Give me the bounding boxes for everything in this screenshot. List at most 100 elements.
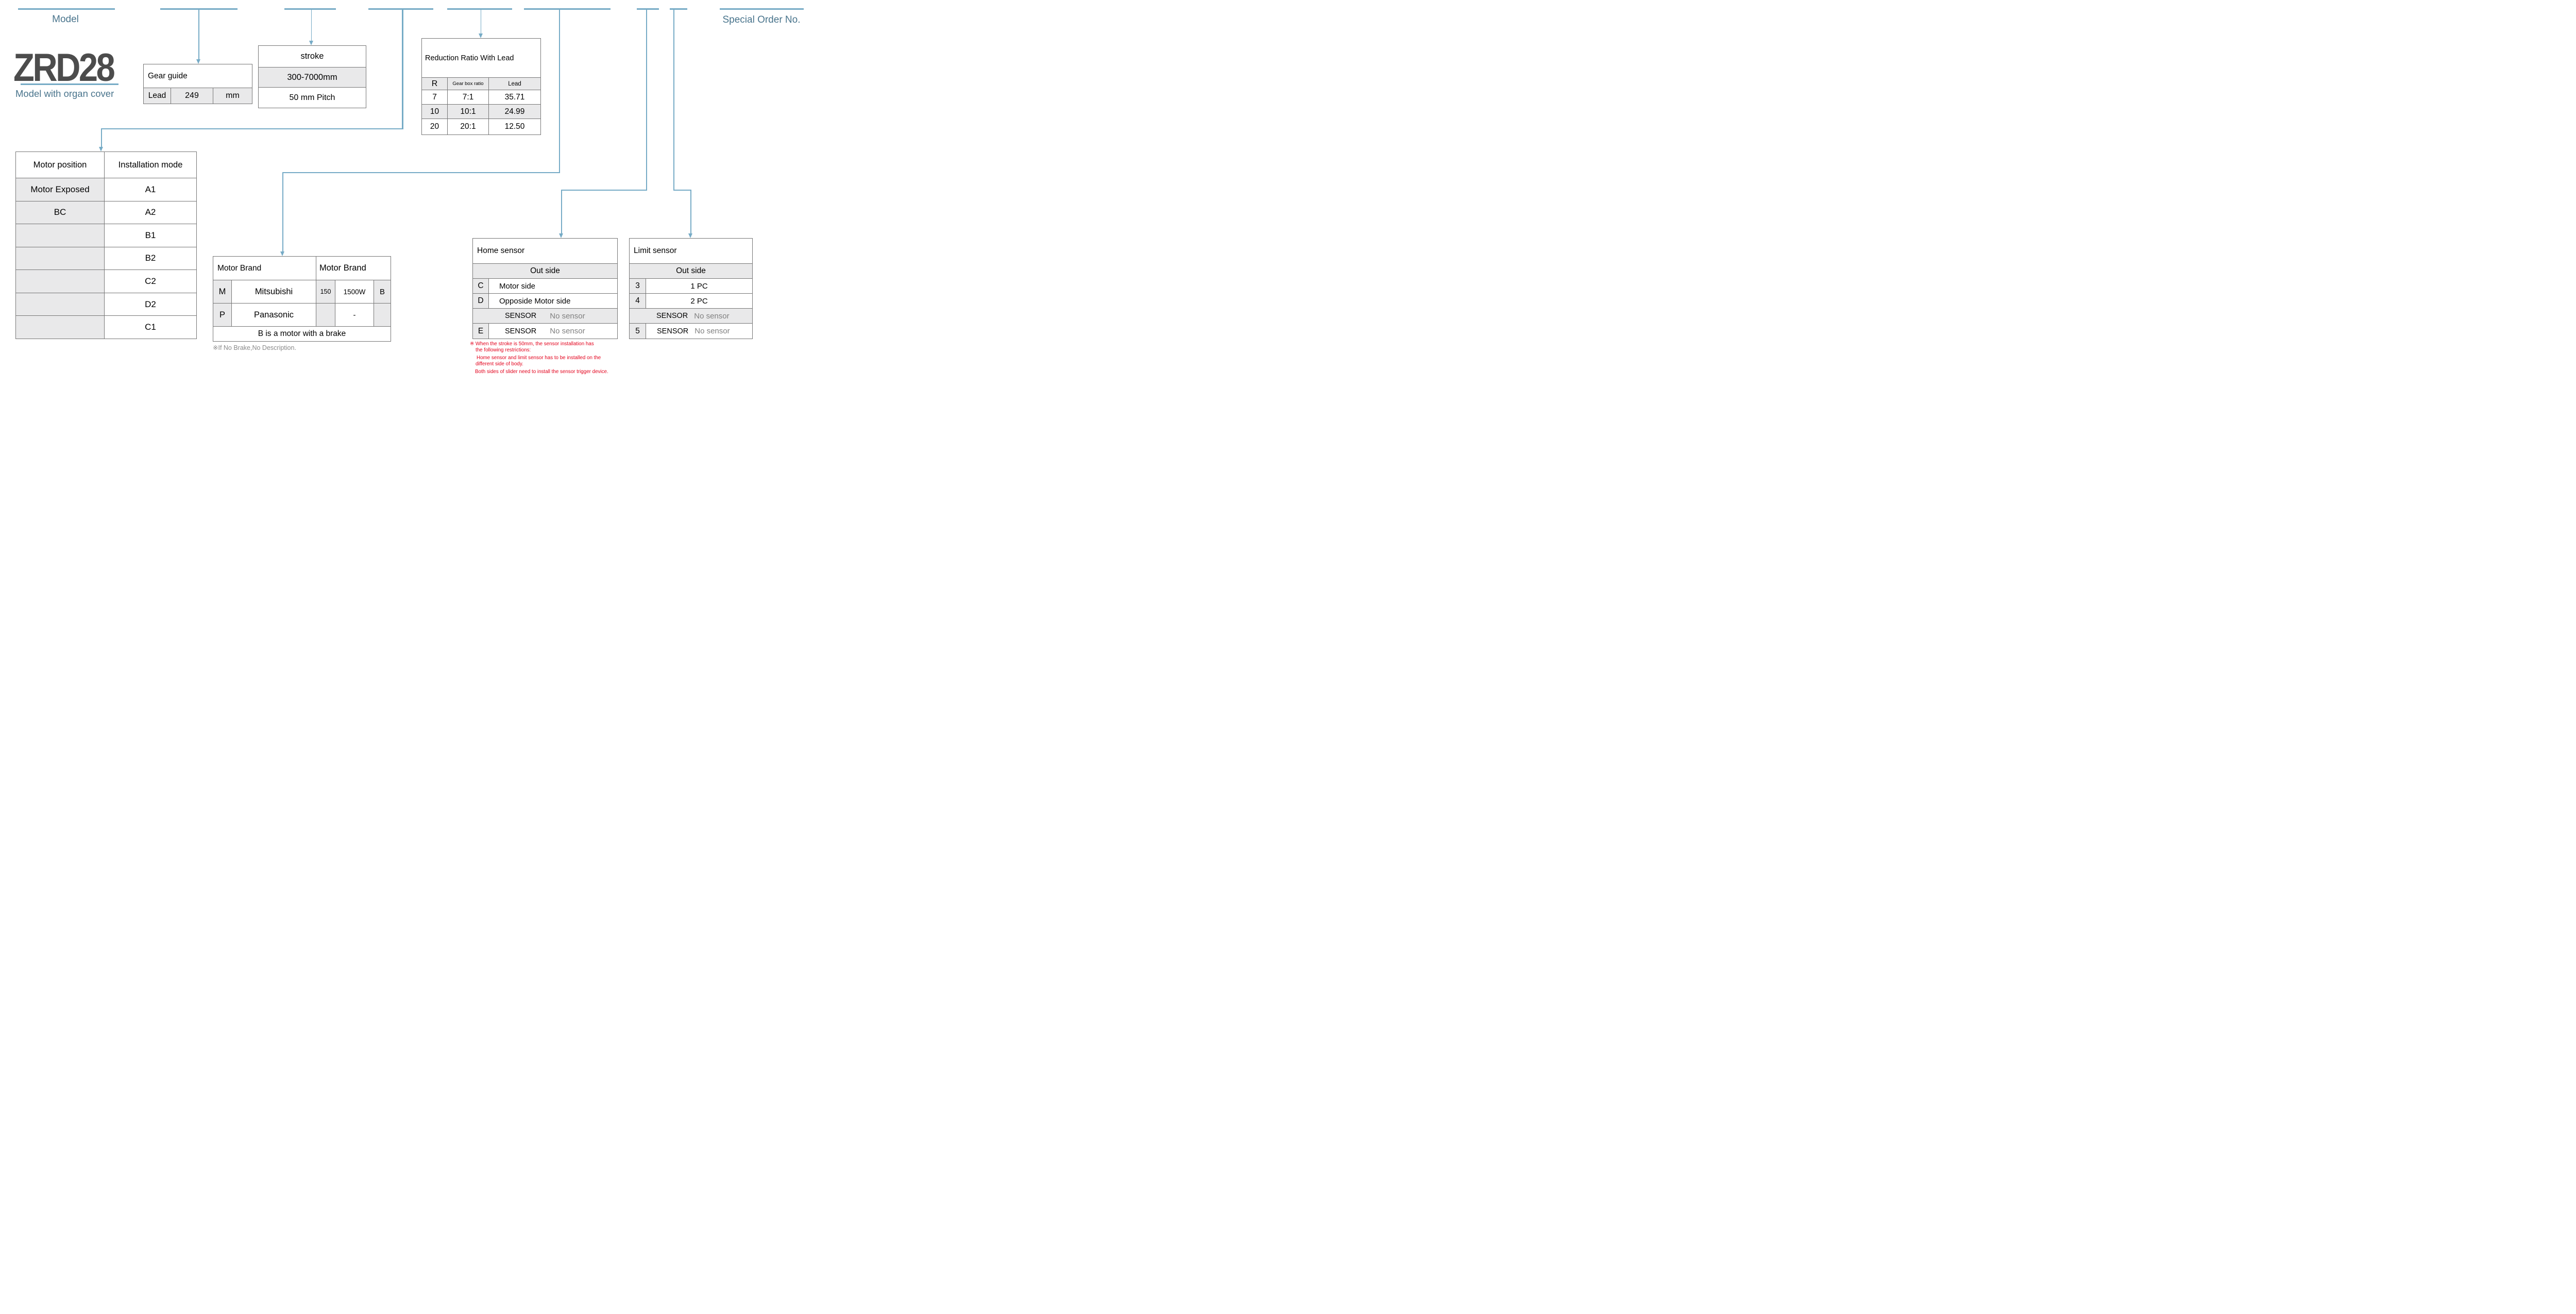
motor-watt: - [335,304,374,326]
sensor-label: SENSOR [505,327,537,335]
stroke-table: stroke 300-7000mm 50 mm Pitch [258,45,366,108]
connector-home-sensor [646,10,647,191]
limit-sensor-option: 2 PC [646,294,752,308]
reduction-header-r: R [422,78,447,90]
code-segment-model [18,8,115,10]
motor-brand-table: Motor Brand Motor Brand M Mitsubishi 150… [213,256,391,342]
connector-limit-sensor [673,10,674,191]
connector-motor-position [101,128,403,129]
connector-home-sensor [561,191,562,233]
reduction-ratio-table: Reduction Ratio With Lead R Gear box rat… [421,38,541,135]
motor-position-label: BC [16,201,104,224]
reduction-header-ratio: Gear box ratio [448,78,488,90]
connector-motor-position [101,129,102,147]
motor-position-empty-cell [16,247,104,270]
reduction-cell: 24.99 [489,105,540,119]
home-sensor-table: Home sensor Out side C Motor side D Oppo… [472,238,618,339]
motor-watt-code: 150 [316,280,335,303]
motor-brand-code: M [213,280,231,303]
home-sensor-code: E [473,324,488,339]
reduction-header-lead: Lead [489,78,540,90]
no-sensor-value: No sensor [694,327,730,335]
code-segment-gear-guide [160,8,238,10]
limit-sensor-code: 4 [630,294,646,308]
note-line: the following restrictions: [476,347,531,353]
installation-mode: B1 [105,224,196,247]
limit-sensor-option: 1 PC [646,279,752,293]
motor-position-header: Motor position [16,152,104,178]
limit-sensor-table: Limit sensor Out side 3 1 PC 4 2 PC SENS… [629,238,753,339]
motor-watt-code [316,304,335,326]
model-code: ZRD28 [13,46,115,90]
home-sensor-no-sensor-row: SENSOR No sensor [473,309,617,323]
motor-brand-name: Mitsubishi [232,280,316,303]
arrow-down-icon [309,41,313,45]
arrow-down-icon [559,233,564,238]
arrow-down-icon [280,251,285,256]
model-subtitle: Model with organ cover [15,88,114,99]
home-sensor-option: Motor side [489,279,617,293]
installation-mode: A2 [105,201,196,224]
reduction-cell: 7 [422,90,447,104]
no-sensor-value: No sensor [550,327,585,335]
reduction-cell: 7:1 [448,90,488,104]
no-sensor-value: No sensor [694,311,730,321]
code-segment-home-sensor [637,8,659,10]
sensor-restriction-notes: ※ When the stroke is 50mm, the sensor in… [470,341,630,375]
model-label: Model [52,14,79,25]
model-code-diagram: Model ZRD28 Model with organ cover Speci… [0,0,808,382]
sensor-label: SENSOR [657,327,689,335]
motor-position-label: Motor Exposed [16,178,104,201]
code-segment-special-order [720,8,804,10]
motor-brake-code [374,304,391,326]
motor-brand-code: P [213,304,231,326]
motor-brand-footnote: ※If No Brake,No Description. [213,344,296,351]
gear-guide-title: Gear guide [144,64,252,88]
connector-motor-brand [282,173,283,251]
code-segment-limit-sensor [670,8,687,10]
connector-limit-sensor [690,191,691,233]
connector-limit-sensor [673,189,691,191]
special-order-label: Special Order No. [722,14,801,25]
installation-mode: D2 [105,293,196,316]
sensor-label: SENSOR [656,312,688,320]
stroke-title: stroke [259,46,366,67]
code-segment-motor-brand [524,8,611,10]
home-sensor-group: Out side [473,264,617,278]
sensor-label: SENSOR [505,312,537,320]
installation-mode-header: Installation mode [105,152,196,178]
reduction-cell: 12.50 [489,119,540,134]
reduction-cell: 10:1 [448,105,488,119]
connector-stroke [311,10,312,41]
reduction-cell: 35.71 [489,90,540,104]
limit-sensor-code: 5 [630,324,646,339]
gear-guide-lead-unit: mm [213,88,252,104]
connector-motor-brand [282,172,560,173]
connector-home-sensor [561,189,647,191]
motor-position-empty-cell [16,316,104,339]
motor-brand-header-right: Motor Brand [316,257,391,280]
gear-guide-lead-label: Lead [144,88,171,104]
arrow-down-icon [688,233,693,238]
arrow-down-icon [99,147,104,151]
connector-motor-position [402,10,403,129]
note-line: different side of body. [476,361,523,367]
model-underline [21,83,118,85]
limit-sensor-title: Limit sensor [630,239,752,263]
note-line: Home sensor and limit sensor has to be i… [477,355,601,361]
motor-brand-header-left: Motor Brand [213,257,316,280]
limit-sensor-code: 3 [630,279,646,293]
reduction-cell: 10 [422,105,447,119]
limit-sensor-group: Out side [630,264,752,278]
note-line: ※ When the stroke is 50mm, the sensor in… [470,341,594,347]
no-sensor-value: No sensor [550,311,585,321]
note-line: Both sides of slider need to install the… [475,368,608,375]
motor-watt: 1500W [335,280,374,303]
motor-brake-code: B [374,280,391,303]
installation-mode: C2 [105,270,196,293]
motor-position-empty-cell [16,224,104,247]
motor-position-empty-cell [16,293,104,316]
home-sensor-title: Home sensor [473,239,617,263]
gear-guide-table: Gear guide Lead 249 mm [143,64,252,104]
motor-position-table: Motor position Installation mode Motor E… [15,151,197,339]
